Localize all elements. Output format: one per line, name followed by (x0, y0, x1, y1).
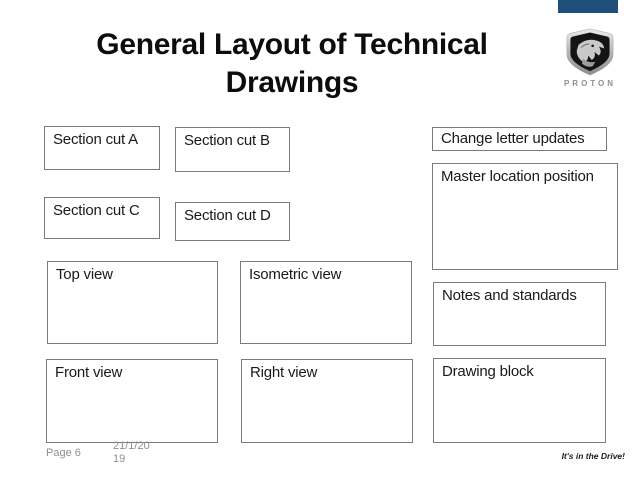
proton-logo: PROTON (556, 28, 624, 88)
page-title-line1: General Layout of Technical (96, 28, 488, 61)
accent-bar (558, 0, 618, 13)
slide-date-line1: 21/1/20 (113, 440, 150, 452)
box-section-cut-a: Section cut A (44, 126, 160, 170)
box-right-view: Right view (241, 359, 413, 443)
slide-date: 21/1/20 19 (113, 440, 157, 466)
box-notes-and-standards: Notes and standards (433, 282, 606, 346)
proton-tiger-shield-icon (566, 28, 614, 76)
brand-tagline: It's in the Drive! (561, 451, 625, 461)
page-title: General Layout of Technical Drawings (30, 26, 554, 102)
box-section-cut-b: Section cut B (175, 127, 290, 172)
box-section-cut-d: Section cut D (175, 202, 290, 241)
page-number: Page 6 (46, 447, 81, 459)
slide-date-line2: 19 (113, 453, 126, 465)
box-section-cut-c: Section cut C (44, 197, 160, 239)
box-front-view: Front view (46, 359, 218, 443)
box-drawing-block: Drawing block (433, 358, 606, 443)
box-change-letter-updates: Change letter updates (432, 127, 607, 151)
box-top-view: Top view (47, 261, 218, 344)
box-isometric-view: Isometric view (240, 261, 412, 344)
proton-wordmark: PROTON (563, 79, 617, 88)
box-master-location-position: Master location position (432, 163, 618, 270)
page-title-line2: Drawings (225, 66, 359, 99)
